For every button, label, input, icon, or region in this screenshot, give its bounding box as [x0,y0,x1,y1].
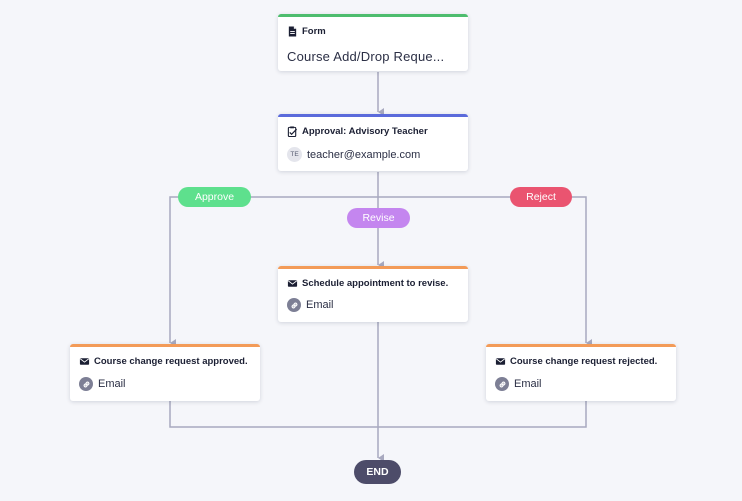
revise-email-header: Schedule appointment to revise. [287,278,448,289]
form-node-type-label: Form [302,26,326,37]
approved-email-label: Email [98,378,126,390]
link-icon [495,377,509,391]
link-icon [79,377,93,391]
approval-node-title: Approval: Advisory Teacher [302,126,428,137]
approved-email-action: Email [79,377,126,391]
connector-rejected-to-end [378,401,587,428]
form-node[interactable]: Form Course Add/Drop Reque... [278,14,468,71]
approval-node-header: Approval: Advisory Teacher [287,126,428,137]
form-node-accent [278,14,468,17]
revise-branch-label[interactable]: Revise [347,208,410,228]
assignee-email: teacher@example.com [307,148,421,161]
revise-email-accent [278,266,468,269]
approved-email-header: Course change request approved. [79,356,248,367]
reject-branch-label[interactable]: Reject [510,187,572,207]
rejected-email-action: Email [495,377,542,391]
assignee-avatar: TE [287,147,302,162]
approval-node[interactable]: Approval: Advisory Teacher TE teacher@ex… [278,114,468,171]
approval-node-assignee: TE teacher@example.com [287,147,420,162]
revise-email-action: Email [287,298,334,312]
envelope-icon [79,358,90,365]
approved-email-title: Course change request approved. [94,356,248,367]
connector-approve-branch [169,196,378,347]
rejected-email-node[interactable]: Course change request rejected. Email [486,344,676,401]
rejected-email-label: Email [514,378,542,390]
connector-reject-branch [378,196,592,347]
rejected-email-title: Course change request rejected. [510,356,658,367]
connector-approved-to-end [169,401,378,428]
form-node-header: Form [287,26,326,37]
approved-email-node[interactable]: Course change request approved. Email [70,344,260,401]
rejected-email-accent [486,344,676,347]
envelope-icon [495,358,506,365]
rejected-email-header: Course change request rejected. [495,356,657,367]
approved-email-accent [70,344,260,347]
approval-node-accent [278,114,468,117]
document-icon [288,26,297,37]
revise-email-label: Email [306,299,334,311]
form-node-title: Course Add/Drop Reque... [287,49,445,64]
end-node[interactable]: END [354,460,401,484]
envelope-icon [287,280,298,287]
revise-email-node[interactable]: Schedule appointment to revise. Email [278,266,468,322]
link-icon [287,298,301,312]
revise-email-title: Schedule appointment to revise. [302,278,449,289]
approval-clipboard-icon [287,126,298,137]
approve-branch-label[interactable]: Approve [178,187,251,207]
